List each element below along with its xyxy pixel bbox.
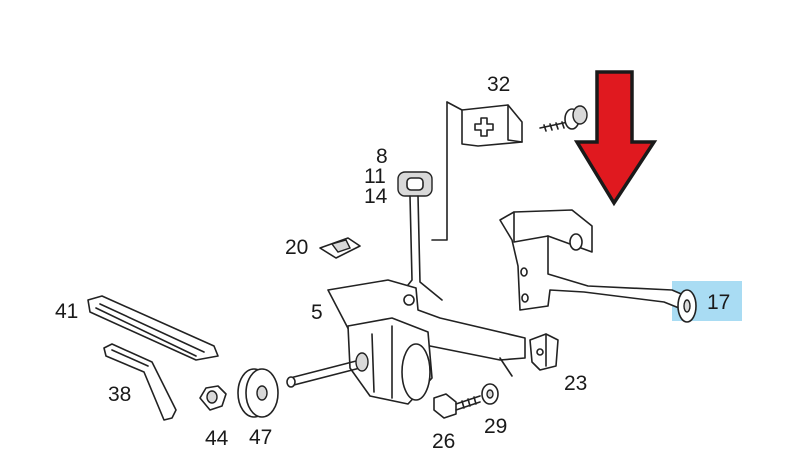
label-47: 47 — [249, 426, 273, 449]
part-17-lever[interactable] — [499, 209, 697, 323]
label-14: 14 — [364, 185, 388, 208]
part-47-pulley[interactable] — [237, 368, 279, 418]
label-29: 29 — [484, 415, 508, 438]
label-17: 17 — [707, 291, 731, 314]
part-29-washer[interactable] — [481, 383, 499, 405]
label-26: 26 — [432, 430, 456, 453]
label-8: 8 — [376, 145, 388, 168]
label-38: 38 — [108, 383, 132, 406]
label-44: 44 — [205, 427, 229, 450]
part-38-link[interactable] — [103, 343, 177, 421]
label-5: 5 — [311, 301, 323, 324]
part-44-nut[interactable] — [199, 385, 227, 411]
part-23-bracket[interactable] — [529, 333, 559, 371]
label-23: 23 — [564, 372, 588, 395]
part-41-arm[interactable] — [87, 295, 219, 361]
label-20: 20 — [285, 236, 309, 259]
part-26-bolt[interactable] — [433, 393, 481, 419]
label-32: 32 — [487, 73, 511, 96]
part-20-clip-nut[interactable] — [319, 237, 361, 259]
label-11: 11 — [364, 165, 386, 188]
part-8-11-14-clip[interactable] — [397, 171, 443, 301]
part-32-bracket[interactable] — [431, 101, 523, 241]
part-5-bracket[interactable] — [286, 279, 526, 405]
screw-32[interactable] — [539, 105, 588, 132]
red-arrow-indicator — [573, 70, 658, 207]
label-41: 41 — [55, 300, 79, 323]
